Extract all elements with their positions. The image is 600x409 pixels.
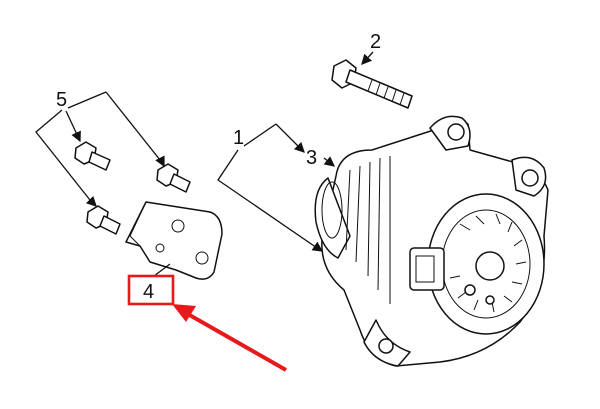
- callout-2-leader: [361, 51, 374, 65]
- callout-5-label: 5: [56, 89, 67, 111]
- small-bolt-c: [86, 205, 121, 235]
- callout-2-label: 2: [370, 31, 381, 53]
- callout-4-highlight-box: [127, 274, 175, 306]
- small-bolt-b: [156, 163, 191, 193]
- mounting-bracket: [125, 201, 223, 280]
- callout-1-leaders: [217, 123, 336, 252]
- callout-4-leader: [153, 263, 171, 277]
- callout-1-label: 1: [233, 127, 244, 149]
- long-bolt: [331, 59, 413, 109]
- red-arrow: [172, 304, 287, 372]
- callout-4-label: 4: [143, 281, 154, 303]
- small-bolt-a: [74, 141, 111, 171]
- alternator: [314, 115, 549, 367]
- callout-3-label: 3: [306, 147, 317, 169]
- callout-5-leaders: [35, 91, 165, 207]
